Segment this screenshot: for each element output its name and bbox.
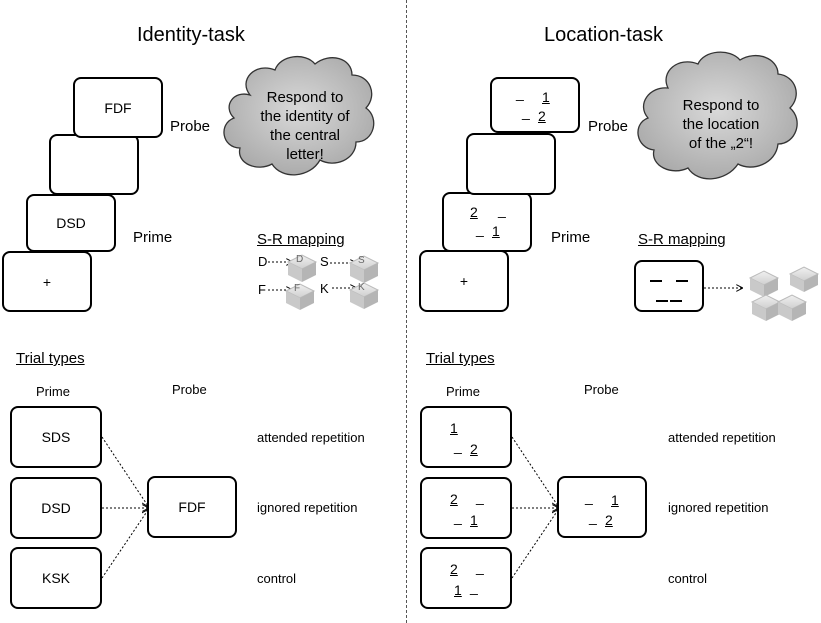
digit-two: 2 (450, 491, 458, 507)
digit-one: 1 (611, 492, 619, 508)
prime-stimulus: KSK (41, 570, 70, 586)
location-blank-frame (466, 133, 556, 195)
digit-two: 2 (470, 441, 478, 457)
identity-title: Identity-task (137, 24, 245, 46)
identity-fixation-frame: + (2, 251, 92, 312)
location-prime-label: Prime (551, 229, 591, 246)
digit-one: 1 (454, 582, 462, 598)
location-cloud-text: Respond to the location of the „2“! (656, 96, 786, 153)
identity-probe-frame: FDF (73, 77, 163, 138)
cloud-line: Respond to (682, 97, 760, 114)
location-col-prime: Prime (446, 384, 480, 399)
location-slot-top-right (676, 280, 688, 282)
placeholder-dash: _ (516, 85, 524, 101)
location-prime-frame: 2 _ _ 1 (442, 192, 532, 252)
identity-col-probe: Probe (172, 382, 207, 397)
sr-key-s: S (320, 254, 329, 269)
identity-blank-frame (49, 134, 139, 195)
prime-stimulus: SDS (41, 429, 71, 445)
location-fixation-frame: + (419, 250, 509, 312)
key-cube-3 (750, 294, 782, 321)
identity-col-prime: Prime (36, 384, 70, 399)
key-cube-1 (748, 270, 780, 297)
location-slot-bottom-right (670, 300, 682, 302)
sr-key-d: D (258, 254, 268, 269)
location-slot-bottom-left (656, 300, 668, 302)
cloud-line: of the „2“! (688, 135, 754, 152)
location-probe-frame: _ 1 _ 2 (490, 77, 580, 133)
cube-letter-d: D (296, 254, 304, 265)
trial-line-control-loc (511, 510, 558, 579)
location-sr-frame (634, 260, 704, 312)
loc-prime-box-ignored: 2 _ _ 1 (420, 477, 512, 539)
key-cube-2 (788, 266, 820, 292)
trial-line-attended-loc (511, 436, 558, 506)
digit-two: 2 (605, 512, 613, 528)
probe-stimulus: FDF (104, 99, 132, 116)
location-trial-types-title: Trial types (426, 350, 495, 367)
sr-key-k: K (320, 281, 329, 296)
cloud-line: the identity of (260, 108, 350, 125)
prime-stimulus: DSD (41, 500, 71, 516)
digit-two: 2 (450, 561, 458, 577)
placeholder-dash: _ (470, 579, 478, 595)
condition-attended: attended repetition (257, 430, 365, 445)
identity-probe-label: Probe (170, 118, 211, 135)
loc-prime-box-control: 2 _ 1 _ (420, 547, 512, 609)
trial-line-control (101, 510, 148, 579)
location-title: Location-task (544, 24, 663, 46)
prime-box-control: KSK (10, 547, 102, 609)
probe-stimulus: FDF (178, 499, 206, 515)
identity-prime-label: Prime (133, 229, 173, 246)
identity-trial-types-title: Trial types (16, 350, 85, 367)
loc-condition-control: control (668, 571, 708, 586)
cloud-line: the location (682, 116, 760, 133)
panel-divider (406, 0, 407, 623)
placeholder-dash: _ (454, 509, 462, 525)
cloud-line: Respond to (266, 89, 344, 106)
placeholder-dash: _ (585, 489, 593, 505)
digit-two: 2 (470, 204, 478, 220)
condition-ignored: ignored repetition (257, 500, 358, 515)
key-cube-4 (776, 294, 808, 321)
identity-sr-title: S-R mapping (257, 231, 345, 248)
cloud-line: the central (269, 127, 341, 144)
placeholder-dash: _ (589, 509, 597, 525)
location-col-probe: Probe (584, 382, 619, 397)
loc-condition-attended: attended repetition (668, 430, 776, 445)
cloud-line: letter! (286, 146, 324, 163)
cube-letter-s: S (358, 255, 365, 266)
digit-one: 1 (450, 420, 458, 436)
identity-prime-frame: DSD (26, 194, 116, 252)
placeholder-dash: _ (476, 489, 484, 505)
fixation-cross: + (42, 273, 52, 290)
prime-box-attended: SDS (10, 406, 102, 468)
prime-box-ignored: DSD (10, 477, 102, 539)
placeholder-dash: _ (522, 104, 530, 120)
cube-letter-k: K (358, 282, 365, 293)
identity-cloud-text: Respond to the identity of the central l… (240, 88, 370, 164)
prime-stimulus: DSD (56, 215, 86, 231)
placeholder-dash: _ (476, 559, 484, 575)
digit-one: 1 (542, 89, 550, 105)
location-trial-probe-box: _ 1 _ 2 (557, 476, 647, 538)
loc-condition-ignored: ignored repetition (668, 500, 769, 515)
digit-one: 1 (470, 512, 478, 528)
digit-one: 1 (492, 223, 500, 239)
placeholder-dash: _ (454, 438, 462, 454)
location-slot-top-left (650, 280, 662, 282)
sr-key-f: F (258, 282, 266, 297)
digit-two: 2 (538, 108, 546, 124)
loc-prime-box-attended: 1 _ 2 (420, 406, 512, 468)
location-probe-label: Probe (588, 118, 629, 135)
placeholder-dash: _ (498, 202, 506, 218)
cube-letter-f: F (294, 283, 301, 294)
location-sr-title: S-R mapping (638, 231, 726, 248)
identity-trial-probe-box: FDF (147, 476, 237, 538)
placeholder-dash: _ (476, 221, 484, 237)
condition-control: control (257, 571, 297, 586)
fixation-cross: + (459, 273, 469, 289)
trial-line-attended (101, 436, 148, 506)
